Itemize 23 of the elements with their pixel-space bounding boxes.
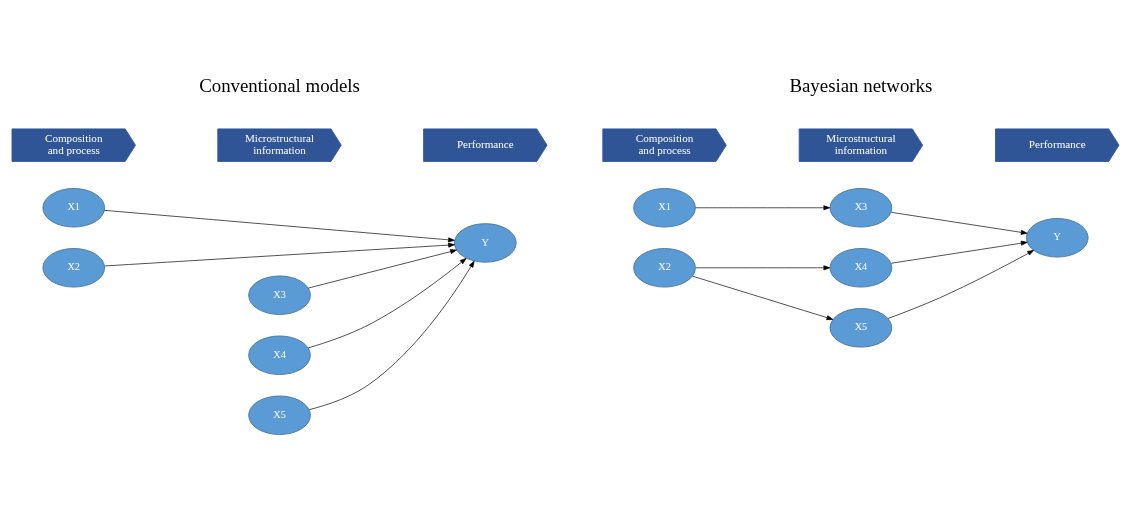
- arrow: [308, 248, 457, 288]
- arrow: [890, 211, 1028, 235]
- arrow: [309, 260, 475, 410]
- node-ellipse: X5: [248, 395, 311, 435]
- node-ellipse: X3: [248, 275, 311, 315]
- node-ellipse: X5: [829, 307, 893, 348]
- node-ellipse: X4: [829, 247, 893, 287]
- node-ellipse: X2: [633, 247, 696, 287]
- arrow: [692, 275, 834, 320]
- node-ellipse: X1: [42, 187, 106, 227]
- node-ellipse: X1: [633, 187, 696, 227]
- arrow: [695, 264, 831, 270]
- label: Bayesian networks: [789, 74, 933, 96]
- arrow: [887, 249, 1035, 319]
- arrow: [104, 209, 455, 242]
- arrow: [695, 204, 831, 210]
- arrow: [890, 240, 1028, 264]
- node-ellipse: X3: [829, 187, 893, 227]
- node-ellipse: X4: [248, 335, 311, 375]
- node-ellipse: X2: [42, 247, 106, 287]
- label: Conventional models: [199, 74, 360, 96]
- arrow: [308, 257, 467, 348]
- arrow: [104, 242, 455, 266]
